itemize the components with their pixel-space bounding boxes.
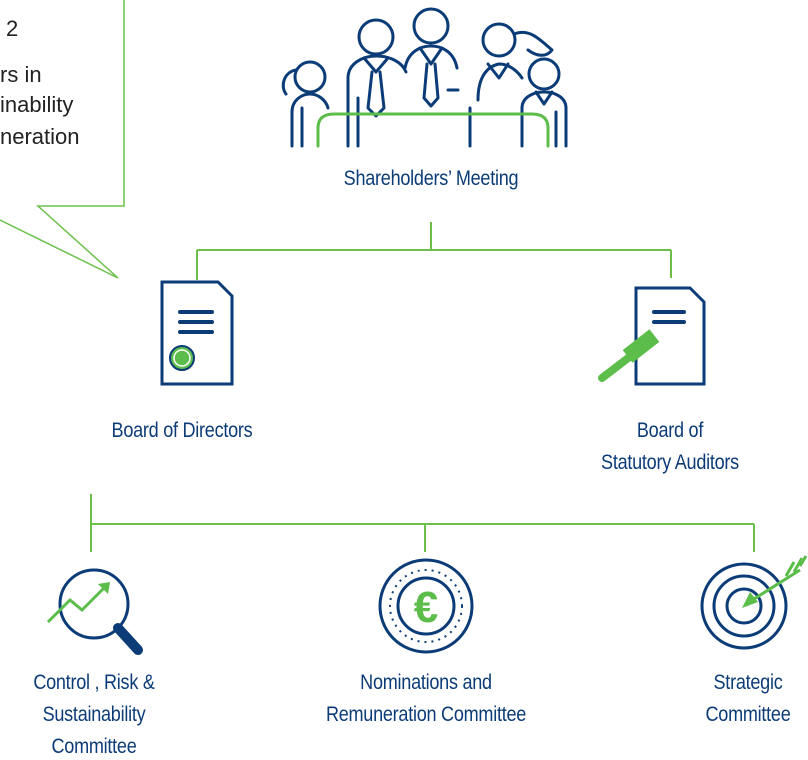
nominations-label-line-1: Nominations and [360,671,492,694]
control-risk-label-line-1: Control , Risk & [33,671,155,694]
control-risk-label-line-3: Committee [51,735,137,758]
shareholders-meeting-label: Shareholders’ Meeting [343,167,519,190]
svg-text:€: € [414,583,438,632]
euro-coin-icon: € [378,558,474,654]
nominations-label-line-2: Remuneration Committee [325,703,527,726]
board-of-auditors-label-line-2: Statutory Auditors [601,451,739,474]
target-arrow-icon [700,555,808,650]
connector-lines [90,222,755,552]
callout-line-2: rs in [0,62,42,87]
magnifier-trend-icon [46,568,143,655]
board-of-auditors-label-line-1: Board of [636,419,704,442]
callout-box [0,0,125,279]
callout-line-1: 2 [6,16,19,41]
callout-line-4: neration [0,124,80,149]
gavel-document-icon [598,286,706,386]
board-of-directors-label: Board of Directors [111,419,253,442]
people-group-icon [281,7,568,148]
strategic-label-line-2: Committee [705,703,791,726]
callout-line-3: inability [0,92,74,117]
certified-document-icon [160,280,234,386]
control-risk-label-line-2: Sustainability [42,703,146,726]
strategic-label-line-1: Strategic [713,671,783,694]
